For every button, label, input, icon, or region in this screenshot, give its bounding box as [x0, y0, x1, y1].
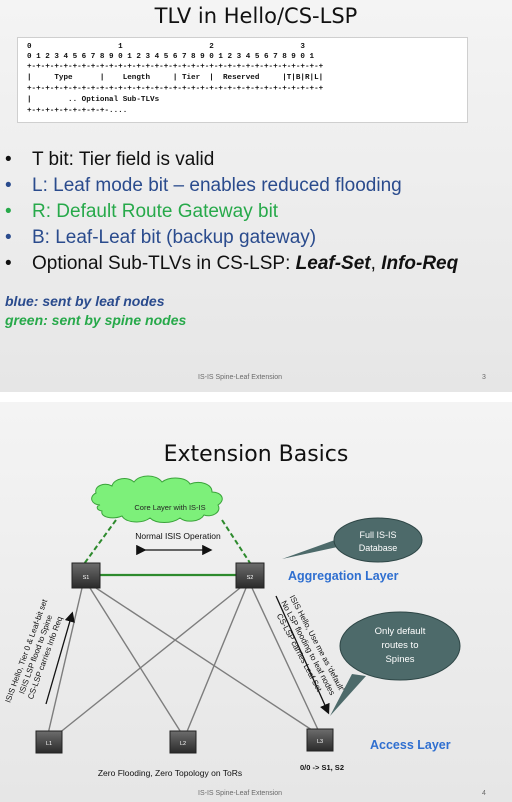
- spine-s2: [235, 562, 265, 589]
- leaf-l1: [35, 730, 63, 754]
- left-annotation: ISIS Hello, Tier 0 & Leaf-bit set ISIS L…: [3, 597, 64, 704]
- code-line: | Type | Length | Tier | Reserved |T|B|R…: [27, 74, 324, 82]
- slide-separator: [0, 392, 512, 402]
- slide-extension-basics: Extension Basics Core Layer with IS-IS N…: [0, 402, 512, 802]
- callout-line: routes to: [382, 640, 419, 651]
- normal-op-label: Normal ISIS Operation: [135, 531, 221, 541]
- leaf-set-term: Leaf-Set: [295, 253, 371, 274]
- code-line: 0 1 2 3 4 5 6 7 8 9 0 1 2 3 4 5 6 7 8 9 …: [27, 53, 315, 61]
- aggregation-layer-label: Aggregation Layer: [288, 569, 399, 583]
- right-down-arrow: [275, 595, 330, 715]
- bullet-marker: •: [5, 201, 12, 222]
- cloud-link-s1: [83, 519, 117, 565]
- callout-line: Database: [359, 543, 398, 553]
- spine-s2-label: S2: [247, 575, 254, 581]
- leaf-l3-label: L3: [317, 739, 323, 745]
- slide-title: Extension Basics: [163, 442, 349, 467]
- code-line: +-+-+-+-+-+-+-+-+-+-+-+-+-+-+-+-+-+-+-+-…: [27, 63, 324, 71]
- code-line: +-+-+-+-+-+-+-+-+-+-+-+-+-+-+-+-+-+-+-+-…: [27, 85, 324, 93]
- bullet-marker: •: [5, 149, 12, 170]
- info-req-term: Info-Req: [381, 253, 459, 274]
- code-line: 0 1 2 3: [27, 43, 305, 51]
- code-line: | .. Optional Sub-TLVs: [27, 96, 160, 104]
- footer-text: IS-IS Spine-Leaf Extension: [198, 374, 283, 381]
- cloud-label: Core Layer with IS-IS: [134, 503, 205, 512]
- bullet-marker: •: [5, 253, 12, 274]
- spine-s1: [71, 562, 101, 589]
- callout-bubble: [339, 611, 461, 681]
- spine-s1-label: S1: [83, 575, 90, 581]
- bullet-text: B: Leaf-Leaf bit (backup gateway): [32, 227, 317, 248]
- callout-default-routes: Only default routes to Spines: [330, 611, 461, 716]
- topology-diagram: Core Layer with IS-IS Normal ISIS Operat…: [3, 475, 461, 778]
- tlv-format-box: 0 1 2 3 0 1 2 3 4 5 6 7 8 9 0 1 2 3 4 5 …: [17, 37, 468, 123]
- callout-line: Spines: [385, 654, 414, 665]
- code-line: +-+-+-+-+-+-+-+-+-....: [27, 107, 128, 115]
- default-route-label: 0/0 -> S1, S2: [300, 763, 344, 772]
- cloud-shape: [91, 475, 223, 523]
- page-number: 3: [482, 374, 486, 381]
- leaf-l2: [169, 730, 197, 754]
- bullet-text: Optional Sub-TLVs in CS-LSP: Leaf-Set, I…: [32, 253, 458, 275]
- leaf-l3: [306, 728, 334, 752]
- note-green-legend: green: sent by spine nodes: [5, 312, 187, 328]
- bullet-text: L: Leaf mode bit – enables reduced flood…: [32, 175, 402, 196]
- right-annotation: ISIS Hello, Use me as 'default' No LSP f…: [275, 594, 346, 697]
- callout-database: Full IS-IS Database: [282, 517, 423, 563]
- leaf-spine-links: [47, 587, 321, 735]
- leaf-l2-label: L2: [180, 741, 186, 747]
- comma-separator: ,: [370, 253, 382, 274]
- zero-flooding-label: Zero Flooding, Zero Topology on ToRs: [98, 768, 242, 778]
- callout-line: Full IS-IS: [359, 530, 396, 540]
- left-up-arrow: [45, 611, 75, 705]
- note-blue-legend: blue: sent by leaf nodes: [5, 293, 165, 309]
- footer-text: IS-IS Spine-Leaf Extension: [198, 790, 283, 797]
- bullet-text: R: Default Route Gateway bit: [32, 201, 279, 222]
- annotation-line: No LSP flooding to leaf nodes: [279, 599, 337, 697]
- core-cloud: Core Layer with IS-IS: [91, 475, 223, 523]
- callout-pointer: [330, 674, 366, 716]
- slide-tlv: TLV in Hello/CS-LSP 0 1 2 3 0 1 2 3 4 5 …: [0, 0, 512, 392]
- bullet-text-prefix: Optional Sub-TLVs in CS-LSP:: [32, 253, 296, 274]
- bullet-marker: •: [5, 175, 12, 196]
- callout-bubble: [333, 517, 423, 563]
- leaf-l1-label: L1: [46, 741, 52, 747]
- bullet-marker: •: [5, 227, 12, 248]
- slide-title: TLV in Hello/CS-LSP: [154, 4, 358, 28]
- page-number: 4: [482, 790, 486, 797]
- callout-line: Only default: [375, 626, 426, 637]
- bullet-text: T bit: Tier field is valid: [32, 149, 215, 170]
- cloud-link-s2: [221, 519, 251, 564]
- access-layer-label: Access Layer: [370, 738, 451, 752]
